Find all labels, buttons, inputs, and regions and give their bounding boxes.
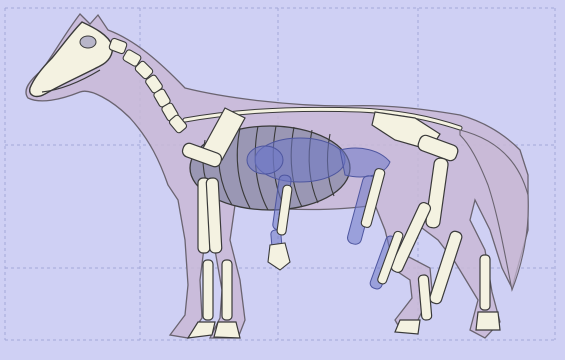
horse-eye-socket [80,36,96,48]
